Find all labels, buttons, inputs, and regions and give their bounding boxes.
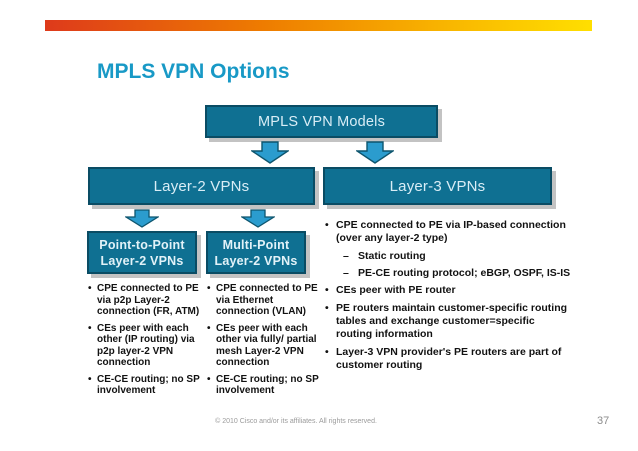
list-item: • CPE connected to PE via p2p Layer-2 co… [88,283,206,318]
list-item-text: CEs peer with each other (IP routing) vi… [97,322,195,369]
bullet-icon: • [88,373,92,385]
bullet-icon: • [325,302,329,314]
bullet-icon: • [325,284,329,296]
list-item-text: CEs peer with PE router [336,284,456,296]
list-item-text: CPE connected to PE via p2p Layer-2 conn… [97,283,200,317]
diagram-box-label-line1: Point-to-Point [99,237,185,252]
list-item-text: Layer-3 VPN provider's PE routers are pa… [336,346,562,371]
bullet-list-point-to-point: • CPE connected to PE via p2p Layer-2 co… [88,283,206,402]
diagram-box-label: Layer-3 VPNs [389,177,486,195]
list-item-text: CPE connected to PE via Ethernet connect… [216,283,318,317]
bullet-icon: • [207,373,211,385]
sub-list-item: – Static routing [343,250,573,263]
diagram-box-label: MPLS VPN Models [257,113,386,130]
list-item: • CPE connected to PE via Ethernet conne… [207,283,325,318]
sub-list-item-text: PE-CE routing protocol; eBGP, OSPF, IS-I… [358,267,571,279]
down-arrow-icon [356,141,394,164]
diagram-box-label-line2: Layer-2 VPNs [214,253,298,268]
page-number: 37 [597,415,610,427]
diagram-box-layer3-vpns: Layer-3 VPNs [323,167,552,205]
bullet-list-multipoint: • CPE connected to PE via Ethernet conne… [207,283,325,402]
bullet-icon: • [88,322,92,334]
list-item-text: CE-CE routing; no SP involvement [216,373,319,397]
list-item-text: CPE connected to PE via IP-based connect… [336,219,566,244]
diagram-box-label-line1: Multi-Point [222,237,290,252]
bullet-icon: • [207,322,211,334]
list-item: • Layer-3 VPN provider's PE routers are … [325,346,573,372]
sub-list-item-text: Static routing [358,250,426,262]
list-item: • CEs peer with each other (IP routing) … [88,323,206,369]
list-item-text: CE-CE routing; no SP involvement [97,373,200,397]
list-item-text: PE routers maintain customer-specific ro… [336,302,568,340]
diagram-box-mpls-vpn-models: MPLS VPN Models [205,105,438,138]
copyright-text: © 2010 Cisco and/or its affiliates. All … [215,418,377,425]
down-arrow-icon [241,209,275,228]
list-item: • CE-CE routing; no SP involvement [88,374,206,397]
bullet-icon: • [325,346,329,358]
down-arrow-icon [251,141,289,164]
sub-list-item: – PE-CE routing protocol; eBGP, OSPF, IS… [343,267,573,280]
list-item: • PE routers maintain customer-specific … [325,302,573,341]
list-item-text: CEs peer with each other via fully/ part… [216,322,317,369]
bullet-icon: • [207,283,211,294]
page-title: MPLS VPN Options [97,60,290,83]
diagram-box-label: Layer-2 VPNs [153,177,250,195]
bullet-list-layer3: • CPE connected to PE via IP-based conne… [325,219,573,377]
dash-icon: – [343,250,349,262]
down-arrow-icon [125,209,159,228]
diagram-box-label-line2: Layer-2 VPNs [100,253,184,268]
diagram-box-layer2-vpns: Layer-2 VPNs [88,167,315,205]
dash-icon: – [343,267,349,279]
diagram-box-point-to-point-layer2-vpns: Point-to-Point Layer-2 VPNs [87,231,197,274]
diagram-box-multipoint-layer2-vpns: Multi-Point Layer-2 VPNs [206,231,306,274]
bullet-icon: • [325,219,329,231]
list-item: • CEs peer with each other via fully/ pa… [207,323,325,369]
list-item: • CE-CE routing; no SP involvement [207,374,325,397]
list-item: • CPE connected to PE via IP-based conne… [325,219,573,245]
slide-accent-bar [45,20,592,31]
list-item: • CEs peer with PE router [325,284,573,297]
bullet-icon: • [88,283,92,294]
